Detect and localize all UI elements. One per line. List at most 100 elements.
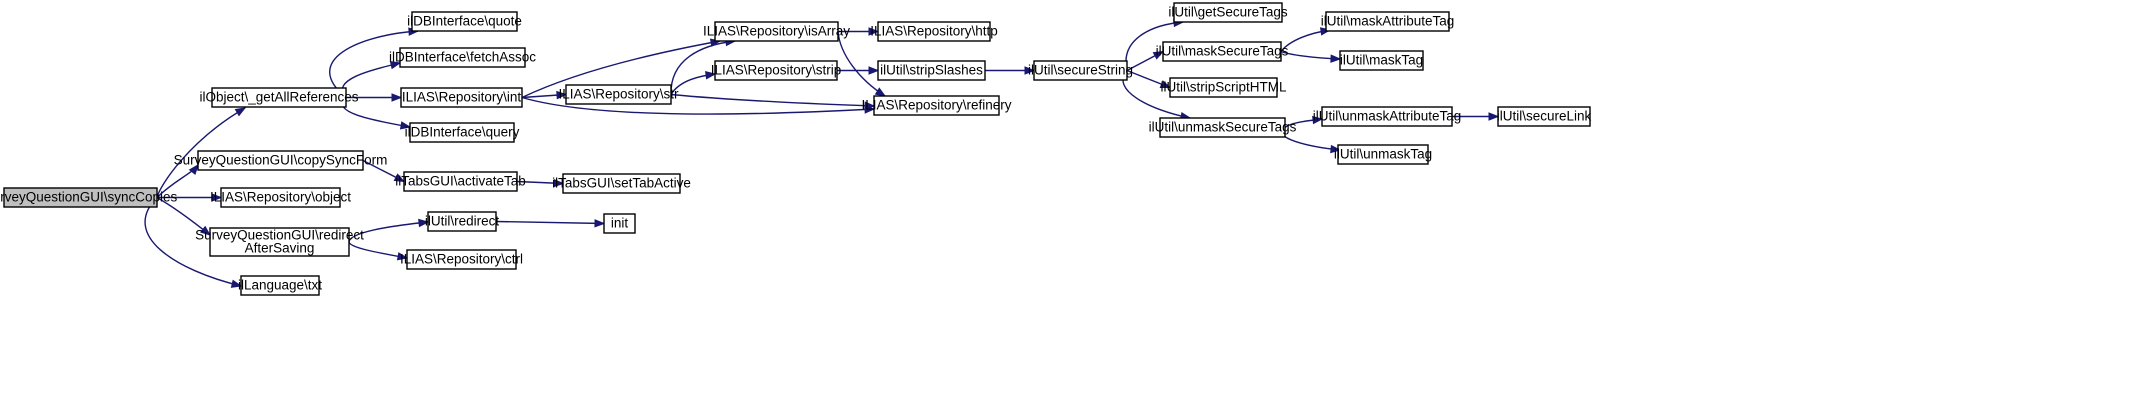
node-dbQuote[interactable]: ilDBInterface\quote	[407, 11, 522, 32]
node-utilStripSlashes[interactable]: ilUtil\stripSlashes	[877, 60, 986, 81]
node-label: ILIAS\Repository\object	[210, 190, 351, 205]
edge-arrowhead	[594, 219, 606, 228]
edge-tabsActivate-to-tabsSetActive	[516, 178, 565, 188]
node-repoInt[interactable]: ILIAS\Repository\int	[400, 87, 523, 108]
edge-utilRedirect-to-init	[495, 219, 606, 228]
node-box	[240, 275, 320, 296]
node-utilSecureString[interactable]: ilUtil\secureString	[1028, 60, 1133, 81]
edge-repoInt-to-repoStr	[521, 90, 568, 100]
edge-line	[329, 30, 419, 99]
edge-arrowhead	[1024, 66, 1036, 75]
edge-line	[144, 197, 242, 287]
node-utilMaskTag[interactable]: ilUtil\maskTag	[1339, 50, 1424, 71]
edge-arrowhead	[230, 279, 243, 288]
edges-layer	[144, 18, 1500, 288]
node-label: ilUtil\maskTag	[1340, 53, 1423, 68]
node-label: ILIAS\Repository\http	[870, 24, 998, 39]
node-repoHttp[interactable]: ILIAS\Repository\http	[870, 21, 998, 42]
node-utilUnmaskTag[interactable]: ilUtil\unmaskTag	[1334, 144, 1432, 165]
node-dbFetchAssoc[interactable]: ilDBInterface\fetchAssoc	[389, 47, 536, 68]
edge-utilMaskSecureTags-to-utilMaskTag	[1280, 50, 1342, 63]
edge-utilStripSlashes-to-utilSecureString	[985, 66, 1036, 75]
edge-arrowhead	[396, 252, 409, 261]
node-label: ilDBInterface\query	[405, 125, 520, 140]
node-box	[209, 227, 350, 257]
edge-line	[156, 107, 246, 198]
edge-line	[521, 40, 721, 99]
edge-arrowhead	[393, 173, 406, 183]
node-utilUnmaskSecureTags[interactable]: ilUtil\unmaskSecureTags	[1149, 117, 1297, 138]
edge-line	[495, 220, 605, 225]
edge-arrowhead	[556, 90, 568, 100]
node-utilRedirect[interactable]: ilUtil\redirect	[425, 211, 500, 232]
node-repoIsArray[interactable]: ILIAS\Repository\isArray	[703, 21, 850, 42]
node-repoStrip[interactable]: ILIAS\Repository\strip	[711, 60, 842, 81]
node-label: ilUtil\maskAttributeTag	[1321, 14, 1455, 29]
node-box	[220, 187, 341, 208]
edge-arrowhead	[1488, 112, 1500, 121]
node-utilMaskSecureTags[interactable]: ilUtil\maskSecureTags	[1156, 41, 1289, 62]
edge-arrowhead	[1312, 115, 1324, 125]
node-box	[565, 84, 672, 105]
edge-arrowhead	[705, 71, 717, 80]
node-repoStr[interactable]: ILIAS\Repository\str	[558, 84, 679, 105]
node-langTxt[interactable]: ilLanguage\txt	[238, 275, 322, 296]
node-getAllRefs[interactable]: ilObject\_getAllReferences	[199, 87, 359, 108]
node-box	[411, 11, 518, 32]
node-box	[877, 60, 986, 81]
node-label: ilObject\_getAllReferences	[199, 90, 358, 105]
node-label: ILIAS\Repository\strip	[711, 63, 842, 78]
node-tabsActivate[interactable]: ilTabsGUI\activateTab	[395, 171, 526, 192]
node-label: ilUtil\unmaskTag	[1334, 147, 1432, 162]
node-box	[714, 21, 839, 42]
node-label: ILIAS\Repository\ctrl	[400, 252, 523, 267]
node-utilMaskAttributeTag[interactable]: ilUtil\maskAttributeTag	[1321, 11, 1455, 32]
node-box	[1321, 106, 1453, 127]
node-label: ilUtil\secureLink	[1497, 109, 1592, 124]
edge-utilSecureString-to-utilMaskSecureTags	[1126, 50, 1165, 72]
node-utilUnmaskAttributeTag[interactable]: ilUtil\unmaskAttributeTag	[1313, 106, 1462, 127]
edge-arrowhead	[211, 193, 223, 202]
node-label: ilTabsGUI\setTabActive	[552, 176, 691, 191]
node-box	[1159, 117, 1286, 138]
node-box	[1162, 41, 1282, 62]
edge-arrowhead	[199, 225, 212, 236]
node-repoRefinery[interactable]: ILIAS\Repository\refinery	[861, 95, 1012, 116]
node-box	[399, 47, 526, 68]
node-repoObject[interactable]: ILIAS\Repository\object	[210, 187, 351, 208]
edge-arrowhead	[391, 93, 403, 102]
node-box	[3, 187, 158, 208]
edge-arrowhead	[874, 87, 887, 97]
edge-arrowhead	[389, 61, 402, 70]
node-init[interactable]: init	[603, 213, 636, 234]
node-box	[603, 213, 636, 234]
node-label: ILIAS\Repository\int	[402, 90, 522, 105]
edge-repoStr-to-repoRefinery	[670, 93, 876, 110]
node-dbQuery[interactable]: ilDBInterface\query	[405, 122, 520, 143]
edge-arrowhead	[1330, 144, 1342, 154]
node-box	[403, 171, 518, 192]
node-copySyncForm[interactable]: SurveyQuestionGUI\copySyncForm	[174, 150, 388, 171]
edge-copySyncForm-to-tabsActivate	[362, 159, 406, 183]
node-label: SurveyQuestionGUI\syncCopies	[0, 190, 178, 205]
node-box	[400, 87, 523, 108]
edge-arrowhead	[399, 121, 412, 130]
node-box	[714, 60, 838, 81]
node-utilStripScriptHTML[interactable]: ilUtil\stripScriptHTML	[1160, 77, 1287, 98]
nodes-layer: SurveyQuestionGUI\syncCopies ilObject\_ge…	[0, 2, 1592, 296]
edge-utilUnmaskAttributeTag-to-utilSecureLink	[1452, 112, 1500, 121]
node-repoCtrl[interactable]: ILIAS\Repository\ctrl	[400, 249, 523, 270]
edge-line	[521, 96, 875, 115]
node-tabsSetActive[interactable]: ilTabsGUI\setTabActive	[552, 173, 691, 194]
node-utilSecureLink[interactable]: ilUtil\secureLink	[1497, 106, 1592, 127]
edge-repoStrip-to-utilStripSlashes	[837, 66, 880, 75]
node-root[interactable]: SurveyQuestionGUI\syncCopies	[0, 187, 178, 208]
node-box	[1169, 77, 1278, 98]
edge-arrowhead	[1330, 54, 1342, 63]
node-label: init	[611, 216, 629, 231]
node-utilGetSecureTags[interactable]: ilUtil\getSecureTags	[1168, 2, 1288, 23]
edge-repoIsArray-to-repoHttp	[838, 27, 880, 36]
node-label: ilUtil\redirect	[425, 214, 500, 229]
